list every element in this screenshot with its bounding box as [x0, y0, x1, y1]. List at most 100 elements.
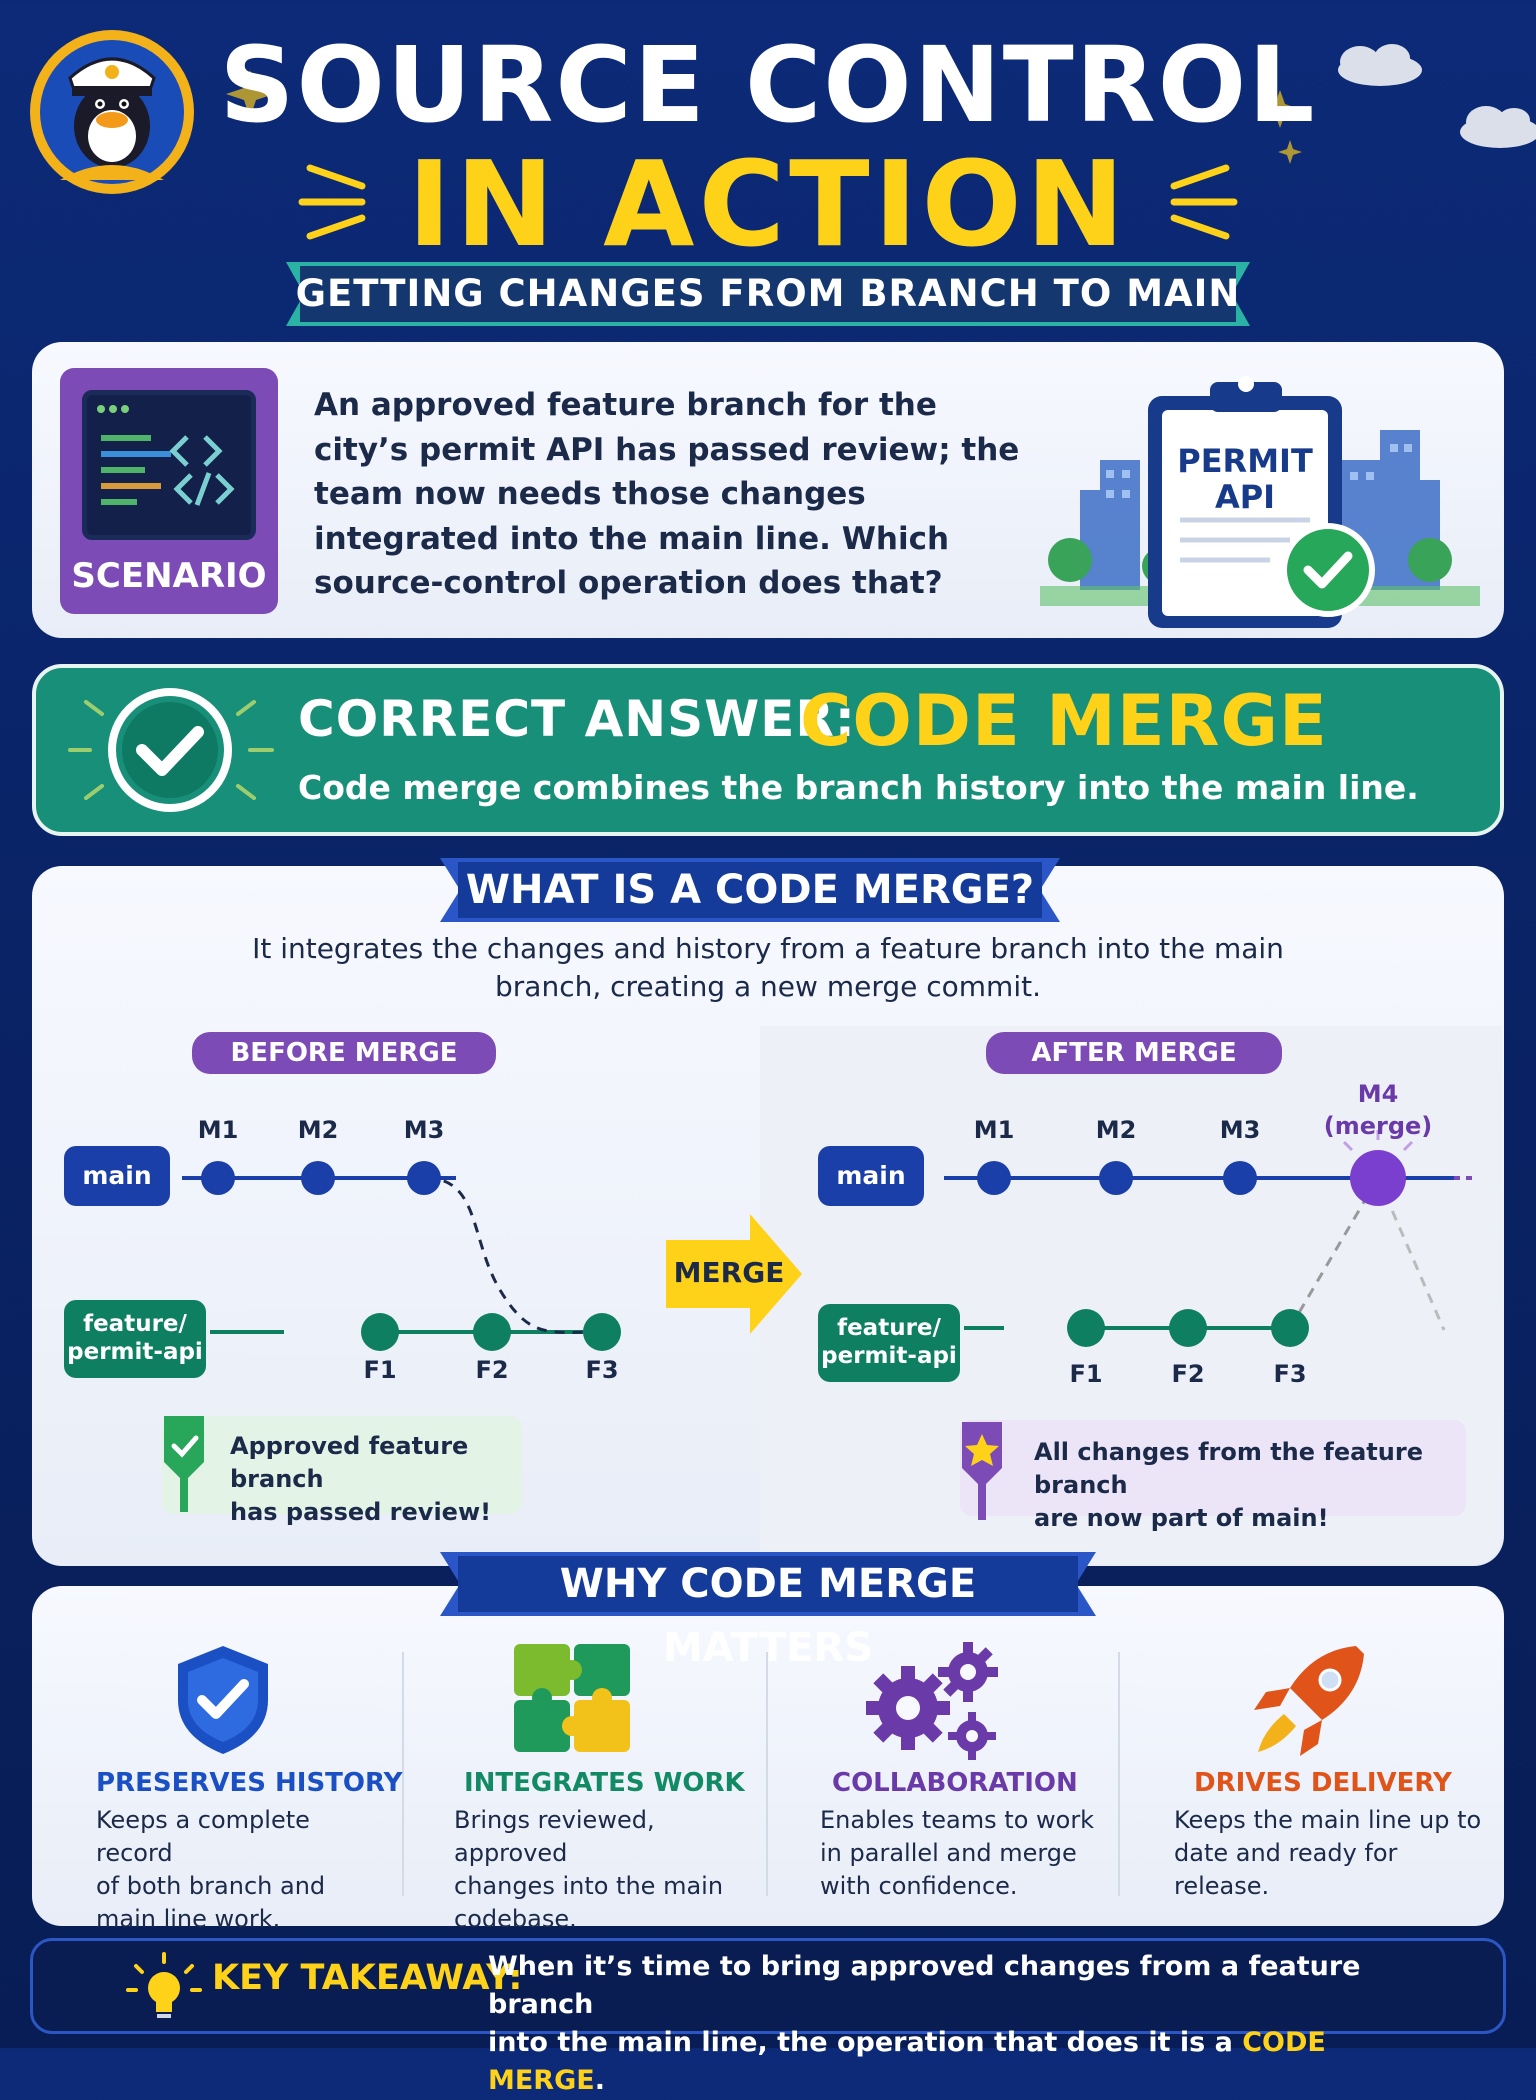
why-item-1-line1: Keeps a complete record	[96, 1806, 310, 1867]
before-note-text: Approved feature branch has passed revie…	[230, 1430, 530, 1529]
why-item-3-line3: with confidence.	[820, 1872, 1018, 1900]
takeaway-line2: into the main line, the operation that d…	[488, 2024, 1448, 2100]
why-item-4-line3: release.	[1174, 1872, 1270, 1900]
lightbulb-icon	[126, 1952, 202, 2018]
why-item-3-desc: Enables teams to work in parallel and me…	[820, 1804, 1110, 1903]
after-merge-line	[1288, 1177, 1380, 1329]
divider	[402, 1652, 404, 1896]
after-note-line1: All changes from the feature branch	[1034, 1438, 1423, 1499]
before-note-line2: has passed review!	[230, 1498, 492, 1526]
after-feature-label: feature/ permit-api	[818, 1304, 960, 1382]
why-item-2-line2: changes into the main	[454, 1872, 724, 1900]
shield-check-icon	[178, 1646, 268, 1754]
after-commit-m2	[1099, 1161, 1133, 1195]
cloud-icon	[1338, 44, 1536, 148]
why-card	[32, 1586, 1504, 1926]
permit-label-1: PERMIT	[1177, 442, 1313, 480]
after-label-m4: M4 (merge)	[1318, 1078, 1438, 1142]
why-item-2-line3: codebase.	[454, 1905, 577, 1933]
title-line-1: SOURCE CONTROL	[219, 24, 1317, 146]
after-commit-m3	[1223, 1161, 1257, 1195]
subtitle: GETTING CHANGES FROM BRANCH TO MAIN	[295, 272, 1241, 315]
before-feature-label-line2: permit-api	[67, 1339, 203, 1365]
puzzle-icon	[514, 1644, 630, 1752]
what-banner	[440, 858, 1060, 922]
before-merge-title: BEFORE MERGE	[192, 1032, 496, 1074]
what-heading: WHAT IS A CODE MERGE?	[465, 867, 1035, 913]
after-label-m4-sub: (merge)	[1323, 1112, 1433, 1140]
key-takeaway-bar	[30, 1938, 1506, 2034]
after-note	[960, 1420, 1466, 1516]
before-label-m1: M1	[197, 1116, 239, 1144]
takeaway-line1: When it’s time to bring approved changes…	[488, 1951, 1361, 2020]
before-commit-m2	[301, 1161, 335, 1195]
takeaway-label: KEY TAKEAWAY:	[212, 1958, 523, 1998]
before-divergence-line	[425, 1176, 601, 1334]
after-commit-f1	[1067, 1309, 1105, 1347]
divider	[766, 1652, 768, 1896]
after-commit-m1	[977, 1161, 1011, 1195]
before-commit-m1	[201, 1161, 235, 1195]
what-description: It integrates the changes and history fr…	[252, 932, 1284, 1003]
burst-lines-icon	[298, 164, 1238, 240]
why-item-3-line2: in parallel and merge	[820, 1839, 1077, 1867]
takeaway-text: When it’s time to bring approved changes…	[488, 1948, 1448, 2100]
why-item-3-line1: Enables teams to work	[820, 1806, 1095, 1834]
sparkle-icon	[226, 70, 1302, 164]
after-feature-label-line2: permit-api	[821, 1343, 957, 1369]
why-item-2-title: INTEGRATES WORK	[464, 1768, 745, 1798]
before-note	[162, 1416, 522, 1514]
after-commit-f2	[1169, 1309, 1207, 1347]
why-heading: WHY CODE MERGE MATTERS	[559, 1561, 977, 1671]
why-item-1-title: PRESERVES HISTORY	[96, 1768, 403, 1798]
before-main-label: main	[64, 1146, 170, 1206]
after-label-f3: F3	[1273, 1360, 1307, 1388]
answer-heading: CORRECT ANSWER:	[298, 690, 856, 748]
before-commit-m3	[407, 1161, 441, 1195]
before-label-f3: F3	[585, 1356, 619, 1384]
approved-flag-icon	[164, 1416, 204, 1512]
after-main-label: main	[818, 1146, 924, 1206]
why-item-2-line1: Brings reviewed, approved	[454, 1806, 655, 1867]
after-label-m2: M2	[1095, 1116, 1137, 1144]
before-feature-label: feature/ permit-api	[64, 1300, 206, 1378]
title-line-2: IN ACTION	[407, 135, 1129, 273]
code-window-icon	[82, 390, 256, 540]
merge-arrow-label: MERGE	[673, 1256, 785, 1289]
why-item-4-line2: date and ready for	[1174, 1839, 1398, 1867]
after-commit-m4	[1350, 1150, 1406, 1206]
before-commit-f2	[473, 1313, 511, 1351]
gears-icon	[866, 1642, 998, 1760]
takeaway-line2-prefix: into the main line, the operation that d…	[488, 2027, 1243, 2058]
why-item-1-desc: Keeps a complete record of both branch a…	[96, 1804, 386, 1936]
rocket-icon	[1254, 1646, 1364, 1756]
why-item-1-line3: main line work.	[96, 1905, 281, 1933]
after-merge-graph	[944, 1130, 1472, 1347]
why-item-4-line1: Keeps the main line up to	[1174, 1806, 1482, 1834]
after-merge-title: AFTER MERGE	[986, 1032, 1282, 1074]
answer-check-icon	[68, 688, 274, 812]
before-note-line1: Approved feature branch	[230, 1432, 469, 1493]
before-merge-graph	[182, 1161, 621, 1351]
subtitle-ribbon	[286, 262, 1250, 326]
why-item-4-title: DRIVES DELIVERY	[1194, 1768, 1452, 1798]
after-label-f1: F1	[1069, 1360, 1103, 1388]
permit-label-2: API	[1215, 478, 1275, 516]
after-label-f2: F2	[1171, 1360, 1205, 1388]
before-commit-f1	[361, 1313, 399, 1351]
before-label-m3: M3	[403, 1116, 445, 1144]
after-label-m4-name: M4	[1357, 1080, 1399, 1108]
scenario-text: An approved feature branch for the city’…	[314, 387, 1020, 601]
after-note-text: All changes from the feature branch are …	[1034, 1436, 1474, 1535]
before-label-f2: F2	[475, 1356, 509, 1384]
merge-glow	[1342, 1130, 1414, 1152]
after-label-m3: M3	[1219, 1116, 1261, 1144]
city-permit-illustration: PERMIT API	[1040, 376, 1480, 628]
takeaway-line2-suffix: .	[594, 2065, 605, 2096]
why-banner	[440, 1552, 1096, 1616]
after-feature-label-line1: feature/	[837, 1315, 941, 1341]
answer-description: Code merge combines the branch history i…	[298, 768, 1419, 807]
before-feature-label-line1: feature/	[83, 1311, 187, 1337]
answer-value: CODE MERGE	[800, 680, 1328, 762]
merge-arrow-icon	[666, 1214, 802, 1334]
